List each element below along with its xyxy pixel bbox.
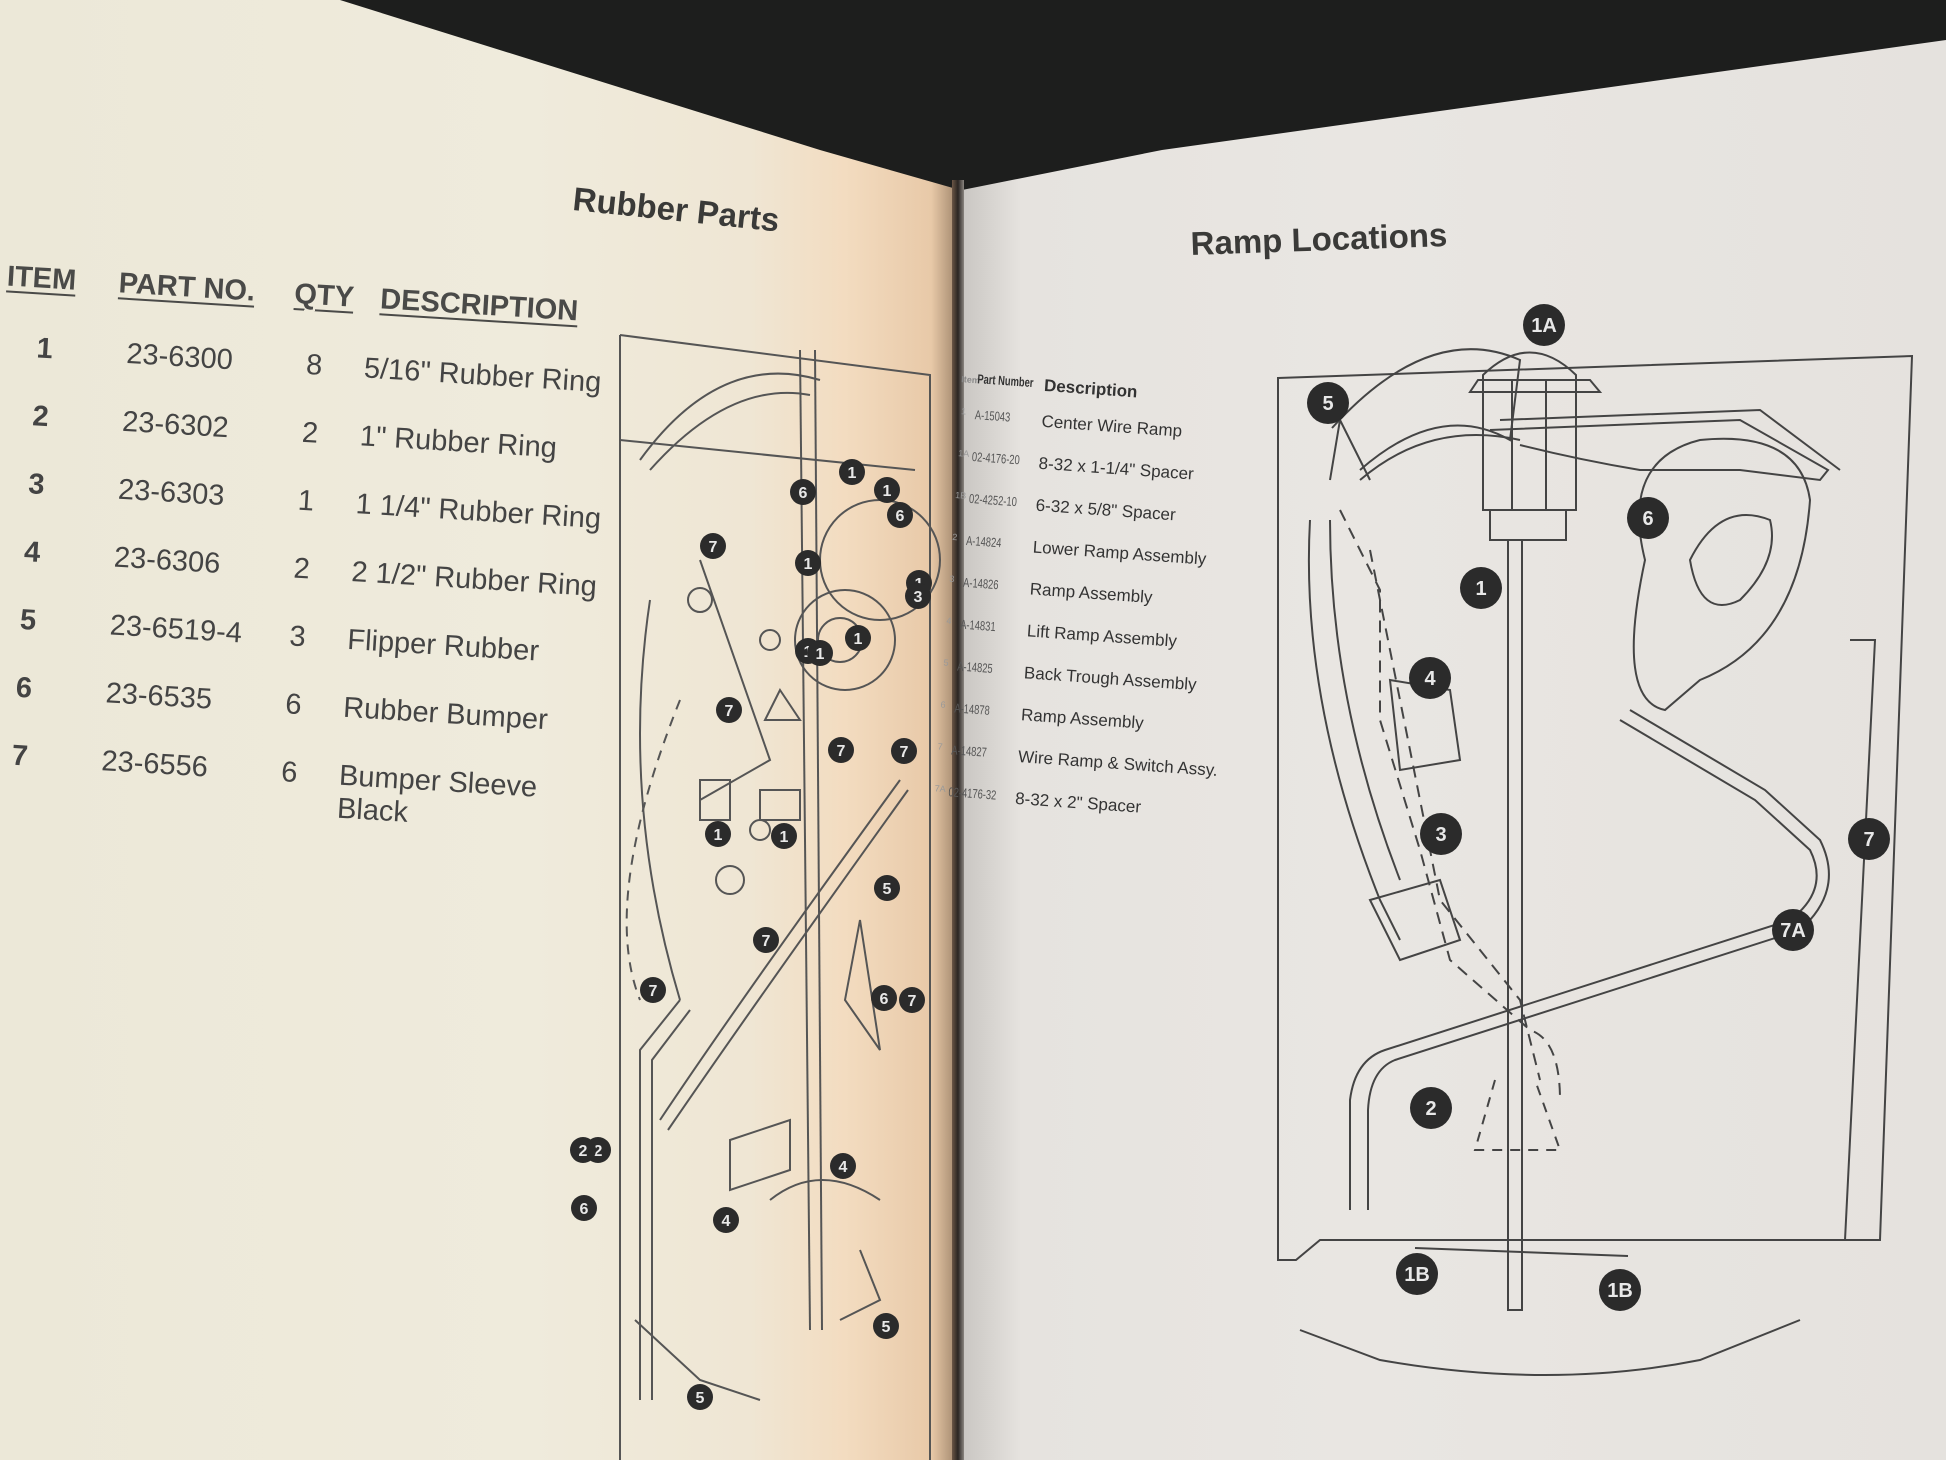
callout-badge: 1 bbox=[795, 550, 821, 576]
callout-badge: 1 bbox=[874, 477, 900, 503]
callout-label: 1 bbox=[1475, 578, 1486, 600]
left-page bbox=[0, 0, 960, 1460]
callout-label: 1B bbox=[1607, 1280, 1633, 1302]
callout-badge: 7 bbox=[899, 987, 925, 1013]
callout-label: 1A bbox=[1531, 315, 1557, 337]
callout-label: 1 bbox=[780, 829, 789, 846]
callout-badge: 1 bbox=[839, 459, 865, 485]
callout-badge: 1 bbox=[771, 823, 797, 849]
callout-badge: 7 bbox=[640, 977, 666, 1003]
callout-badge: 3 bbox=[905, 583, 931, 609]
right-page bbox=[962, 40, 1946, 1460]
callout-badge: 1 bbox=[807, 640, 833, 666]
callout-label: 7A bbox=[1780, 920, 1806, 942]
callout-badge: 6 bbox=[887, 502, 913, 528]
callout-label: 1 bbox=[854, 631, 863, 648]
callout-label: 1 bbox=[848, 465, 857, 482]
callout-badge: 7 bbox=[891, 738, 917, 764]
callout-label: 5 bbox=[696, 1390, 705, 1407]
callout-badge: 5 bbox=[873, 1313, 899, 1339]
callout-label: 3 bbox=[914, 589, 923, 606]
callout-label: 6 bbox=[799, 485, 808, 502]
callout-label: 7 bbox=[900, 744, 909, 761]
rubber-parts-diagram: 1111111112234455566667777777 bbox=[570, 334, 941, 1460]
callout-badge: 6 bbox=[871, 985, 897, 1011]
callout-badge: 7 bbox=[1848, 818, 1890, 860]
callout-badge: 1 bbox=[705, 821, 731, 847]
callout-label: 6 bbox=[896, 508, 905, 525]
callout-label: 2 bbox=[579, 1143, 588, 1160]
callout-label: 1 bbox=[816, 646, 825, 663]
callout-label: 7 bbox=[709, 539, 718, 556]
callout-badge: 3 bbox=[1420, 813, 1462, 855]
callout-label: 4 bbox=[1424, 668, 1436, 690]
callout-badge: 7 bbox=[753, 927, 779, 953]
callout-badge: 6 bbox=[1627, 497, 1669, 539]
callout-badge: 1B bbox=[1599, 1269, 1641, 1311]
callout-label: 7 bbox=[837, 743, 846, 760]
callout-label: 7 bbox=[725, 703, 734, 720]
callout-badge: 4 bbox=[1409, 657, 1451, 699]
callout-label: 1 bbox=[804, 556, 813, 573]
callout-label: 6 bbox=[580, 1201, 589, 1218]
callout-badge: 1 bbox=[845, 625, 871, 651]
callout-badge: 7A bbox=[1772, 909, 1814, 951]
callout-badge: 6 bbox=[571, 1195, 597, 1221]
callout-badge: 5 bbox=[1307, 382, 1349, 424]
callout-badge: 7 bbox=[716, 697, 742, 723]
callout-label: 1B bbox=[1404, 1264, 1430, 1286]
callout-badge: 1A bbox=[1523, 304, 1565, 346]
callout-label: 5 bbox=[1322, 393, 1333, 415]
callout-badge: 7 bbox=[828, 737, 854, 763]
callout-label: 7 bbox=[762, 933, 771, 950]
callout-badge: 5 bbox=[687, 1384, 713, 1410]
callout-badge: 4 bbox=[713, 1207, 739, 1233]
callout-badge: 1 bbox=[1460, 567, 1502, 609]
callout-badge: 1B bbox=[1396, 1253, 1438, 1295]
callout-label: 6 bbox=[1642, 508, 1653, 530]
callout-label: 7 bbox=[1863, 829, 1874, 851]
callout-badge: 7 bbox=[700, 533, 726, 559]
callout-label: 6 bbox=[880, 991, 889, 1008]
callout-badge: 2 bbox=[1410, 1087, 1452, 1129]
callout-label: 7 bbox=[649, 983, 658, 1000]
callout-label: 4 bbox=[839, 1159, 848, 1176]
callout-badge: 4 bbox=[830, 1153, 856, 1179]
callout-label: 2 bbox=[594, 1143, 603, 1160]
callout-label: 2 bbox=[1425, 1098, 1436, 1120]
callout-label: 5 bbox=[883, 881, 892, 898]
callout-label: 1 bbox=[883, 483, 892, 500]
callout-label: 5 bbox=[882, 1319, 891, 1336]
callout-label: 7 bbox=[908, 993, 917, 1010]
callout-label: 4 bbox=[722, 1213, 731, 1230]
callout-label: 1 bbox=[714, 827, 723, 844]
callout-badge: 6 bbox=[790, 479, 816, 505]
callout-badge: 2 bbox=[570, 1137, 596, 1163]
book-spine bbox=[952, 180, 964, 1460]
callout-badge: 5 bbox=[874, 875, 900, 901]
callout-label: 3 bbox=[1435, 824, 1446, 846]
